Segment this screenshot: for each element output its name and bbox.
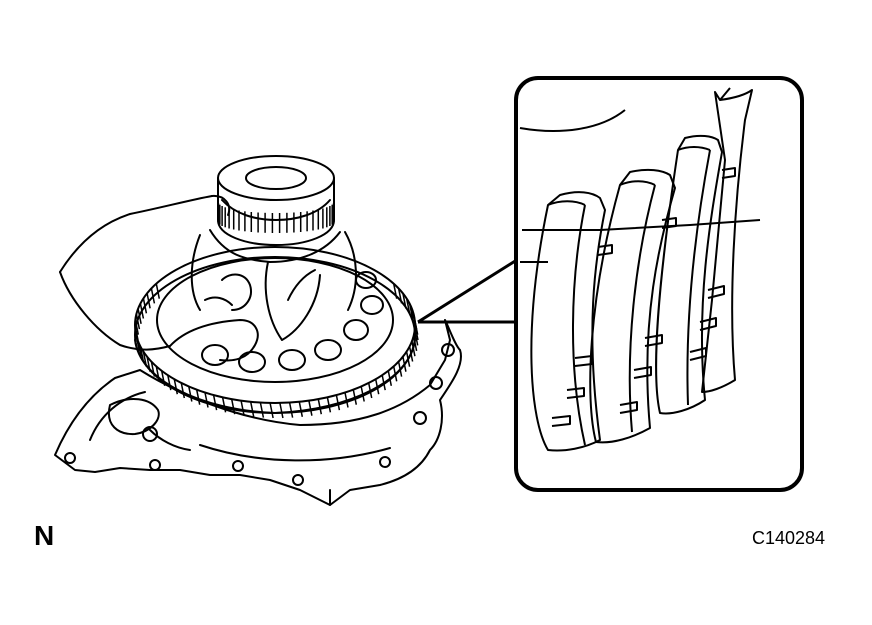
gear-tooth xyxy=(392,366,398,382)
detail-inset xyxy=(514,76,804,492)
gear-tooth xyxy=(413,330,419,346)
spline-marks xyxy=(551,167,736,427)
gear-tooth xyxy=(221,397,227,413)
clutch-plate-2 xyxy=(589,168,676,444)
gear-tooth xyxy=(167,374,172,391)
gear-tooth xyxy=(142,298,148,314)
gear-tooth xyxy=(249,401,255,417)
ring-gear-bolts xyxy=(201,271,384,373)
gear-tooth xyxy=(397,361,403,377)
gear-tooth xyxy=(411,341,416,357)
view-letter-label: N xyxy=(34,520,55,551)
gear-tooth xyxy=(367,382,373,399)
transaxle-case xyxy=(54,319,462,506)
gear-tooth xyxy=(212,394,218,411)
gear-tooth xyxy=(173,379,179,395)
gear-tooth xyxy=(134,330,140,346)
gear-tooth xyxy=(180,382,186,399)
gear-tooth xyxy=(335,394,341,411)
gear-tooth xyxy=(308,400,313,416)
gear-tooth xyxy=(139,346,145,362)
gear-tooth xyxy=(414,324,419,341)
gear-tooth xyxy=(381,374,386,391)
gear-tooth xyxy=(195,389,201,405)
gear-tooth xyxy=(397,288,403,304)
gear-tooth xyxy=(298,401,304,417)
gear-tooth xyxy=(150,361,156,377)
bearing-rollers xyxy=(217,202,335,233)
figure-code-label: C140284 xyxy=(752,528,826,548)
gear-tooth xyxy=(344,392,349,408)
gear-tooth xyxy=(204,392,209,408)
clutch-plate-3 xyxy=(655,134,723,415)
gear-tooth xyxy=(155,283,161,299)
gear-tooth xyxy=(259,402,265,418)
gear-tooth xyxy=(269,402,274,419)
gear-tooth xyxy=(142,351,148,367)
gear-tooth xyxy=(230,399,236,415)
gear-tooth xyxy=(408,303,414,319)
gear-tooth xyxy=(352,389,358,405)
gear-tooth xyxy=(326,397,332,413)
case-bolts xyxy=(64,343,455,486)
gear-tooth xyxy=(360,386,365,402)
clutch-plate-4 xyxy=(701,87,753,393)
clutch-plate-1 xyxy=(530,191,606,452)
gear-tooth xyxy=(412,335,418,352)
gear-tooth xyxy=(240,400,245,416)
gear-tooth xyxy=(137,308,142,324)
hand xyxy=(59,194,259,362)
gear-tooth xyxy=(150,288,156,304)
gear-teeth xyxy=(134,283,419,419)
gear-tooth xyxy=(135,313,141,330)
gear-tooth xyxy=(288,402,294,418)
gear-tooth xyxy=(405,298,411,314)
gear-tooth xyxy=(374,379,380,395)
gear-tooth xyxy=(408,346,414,362)
gear-tooth xyxy=(188,386,193,402)
gear-tooth xyxy=(402,356,407,372)
gear-tooth xyxy=(155,366,161,382)
gear-tooth xyxy=(134,324,139,341)
gear-tooth xyxy=(402,293,407,309)
differential-case xyxy=(190,229,357,341)
gear-tooth xyxy=(146,293,151,309)
gear-tooth xyxy=(139,303,145,319)
gear-tooth xyxy=(413,319,419,335)
gear-tooth xyxy=(387,370,393,386)
gear-tooth xyxy=(146,356,151,372)
gear-tooth xyxy=(392,283,398,299)
gear-tooth xyxy=(317,399,323,415)
gear-tooth xyxy=(134,319,140,335)
bearing xyxy=(217,155,335,246)
callout-leader xyxy=(417,256,521,324)
gear-tooth xyxy=(279,402,284,419)
gear-tooth xyxy=(160,370,166,386)
gear-tooth xyxy=(405,351,411,367)
